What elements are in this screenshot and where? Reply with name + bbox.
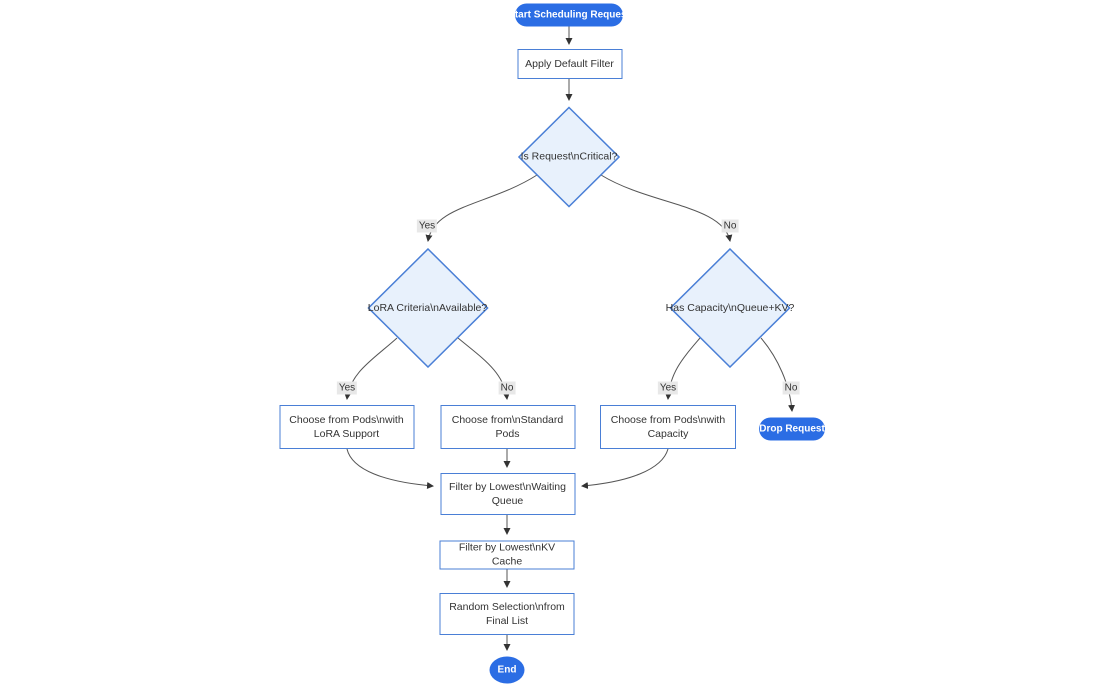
node-choose-lora-pods: Choose from Pods\nwith LoRA Support [279,405,414,449]
edge-capacitypods-to-filter [581,448,669,489]
node-filter-waiting-queue: Filter by Lowest\nWaiting Queue [440,473,575,515]
edge-capacity-no [760,337,796,412]
edge-lorapods-to-filter [346,448,434,489]
node-apply-default-filter: Apply Default Filter [517,49,622,79]
edge-label-capacity-no: No [782,381,800,395]
edge-label-lora-no: No [498,381,516,395]
node-filter-waiting-queue-label: Filter by Lowest\nWaiting Queue [449,481,566,507]
edge-label-capacity-yes: Yes [657,381,679,395]
node-random-selection-label: Random Selection\nfrom Final List [449,601,565,627]
node-end-label: End [497,664,517,676]
edge-label-critical-no: No [721,219,739,233]
node-choose-lora-pods-label: Choose from Pods\nwith LoRA Support [289,414,404,440]
edge-label-critical-yes: Yes [416,219,438,233]
decision-lora-criteria-available: LoRA Criteria\nAvailable? [367,248,488,368]
node-start: Start Scheduling Request [508,3,630,26]
decision-has-capacity-queue-kv: Has Capacity\nQueue+KV? [666,248,794,368]
node-filter-kv-cache: Filter by Lowest\nKV Cache [439,540,575,569]
node-filter-kv-cache-label: Filter by Lowest\nKV Cache [458,541,556,568]
node-end: End [489,656,525,684]
node-choose-capacity-pods: Choose from Pods\nwith Capacity [600,405,736,449]
decision-is-request-critical: Is Request\nCritical? [518,106,620,207]
node-apply-default-filter-label: Apply Default Filter [525,58,614,70]
node-choose-capacity-pods-label: Choose from Pods\nwith Capacity [610,414,726,440]
node-choose-standard-pods-label: Choose from\nStandard Pods [451,414,564,440]
edge-label-lora-yes: Yes [336,381,358,395]
decision-is-request-critical-label: Is Request\nCritical? [520,150,618,163]
node-drop-request: Drop Request [759,417,825,441]
edge-critical-no [600,174,733,242]
decision-lora-criteria-available-label: LoRA Criteria\nAvailable? [367,302,488,314]
node-random-selection: Random Selection\nfrom Final List [439,593,575,635]
node-choose-standard-pods: Choose from\nStandard Pods [440,405,575,449]
node-start-label: Start Scheduling Request [508,9,630,20]
decision-has-capacity-queue-kv-label: Has Capacity\nQueue+KV? [665,302,795,314]
node-drop-request-label: Drop Request [759,423,825,435]
